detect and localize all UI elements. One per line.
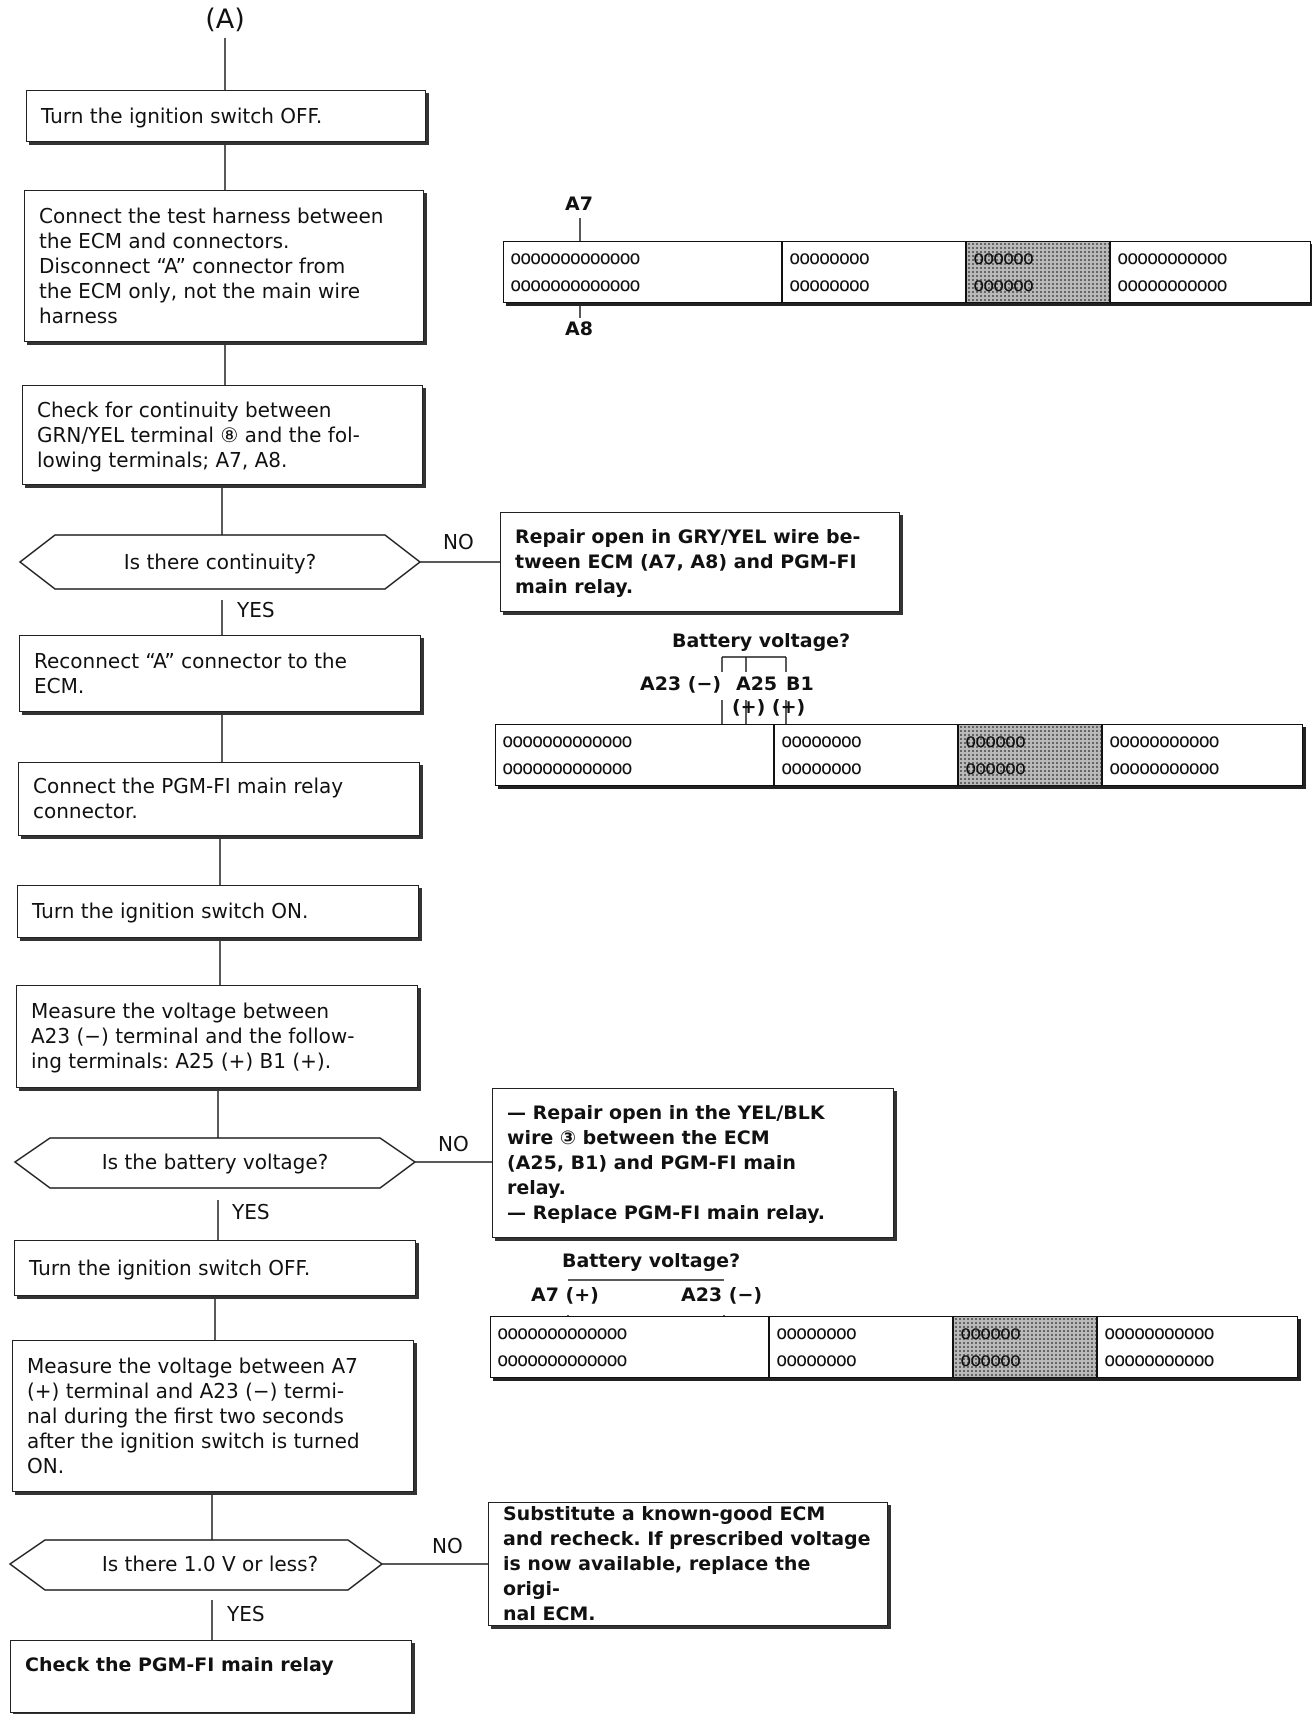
decision-battery-voltage-label: Is the battery voltage?	[101, 1150, 329, 1174]
step-measure-a7: Measure the voltage between A7 (+) termi…	[12, 1340, 414, 1492]
terminal-label-a23: A23 (−)	[681, 1284, 763, 1306]
yes-label: YES	[232, 1200, 270, 1224]
yes-label: YES	[237, 598, 275, 622]
start-label: (A)	[205, 4, 245, 35]
decision-shape	[18, 534, 422, 590]
no-label: NO	[443, 530, 474, 554]
decision-shape	[13, 1137, 417, 1189]
step-measure-a23: Measure the voltage between A23 (−) term…	[16, 985, 418, 1088]
step-check-main-relay: Check the PGM-FI main relay	[10, 1640, 412, 1713]
decision-continuity-label: Is there continuity?	[123, 550, 317, 574]
step-check-continuity: Check for continuity between GRN/YEL ter…	[22, 385, 423, 485]
decision-1v-label: Is there 1.0 V or less?	[101, 1552, 319, 1576]
step-reconnect-a: Reconnect “A” connector to the ECM.	[19, 635, 421, 712]
step-ignition-off-2: Turn the ignition switch OFF.	[14, 1240, 416, 1296]
terminal-label-a7: A7	[565, 193, 593, 215]
terminal-label-a25: A25	[736, 673, 778, 695]
terminal-label-a8: A8	[565, 318, 593, 340]
step-connect-relay: Connect the PGM-FI main relay connector.	[18, 762, 420, 836]
outcome-repair-yel-blk: — Repair open in the YEL/BLK wire ③ betw…	[492, 1088, 894, 1238]
terminal-polarity-plus: (+) (+)	[732, 696, 806, 718]
step-ignition-off: Turn the ignition switch OFF.	[26, 90, 426, 142]
no-label: NO	[432, 1534, 463, 1558]
battery-voltage-label: Battery voltage?	[562, 1250, 741, 1272]
terminal-label-b1: B1	[786, 673, 814, 695]
terminal-label-a23: A23 (−)	[640, 673, 722, 695]
no-label: NO	[438, 1132, 469, 1156]
step-ignition-on: Turn the ignition switch ON.	[17, 885, 419, 938]
outcome-substitute-ecm: Substitute a known-good ECM and recheck.…	[488, 1502, 888, 1626]
outcome-repair-gry-yel: Repair open in GRY/YEL wire be- tween EC…	[500, 512, 900, 612]
step-connect-test-harness: Connect the test harness between the ECM…	[24, 190, 424, 342]
yes-label: YES	[227, 1602, 265, 1626]
battery-voltage-label: Battery voltage?	[672, 630, 851, 652]
terminal-label-a7: A7 (+)	[531, 1284, 599, 1306]
decision-shape	[8, 1539, 384, 1591]
